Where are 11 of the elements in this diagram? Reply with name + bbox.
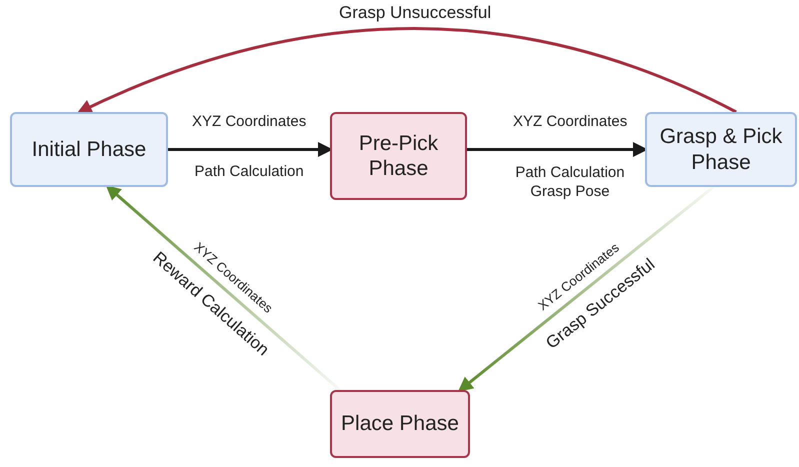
- arrow: [106, 185, 341, 392]
- phase-box: [330, 390, 470, 458]
- node-label: Place Phase: [340, 411, 460, 437]
- arrow: [76, 27, 737, 114]
- phase-box: [645, 112, 797, 187]
- phase-box: [10, 112, 168, 187]
- node-label: Pre-Pick Phase: [358, 130, 440, 182]
- node-label: Grasp & Pick Phase: [658, 124, 784, 175]
- arrow: [458, 186, 714, 392]
- node-label: Initial Phase: [30, 136, 148, 162]
- phase-box: [330, 112, 467, 200]
